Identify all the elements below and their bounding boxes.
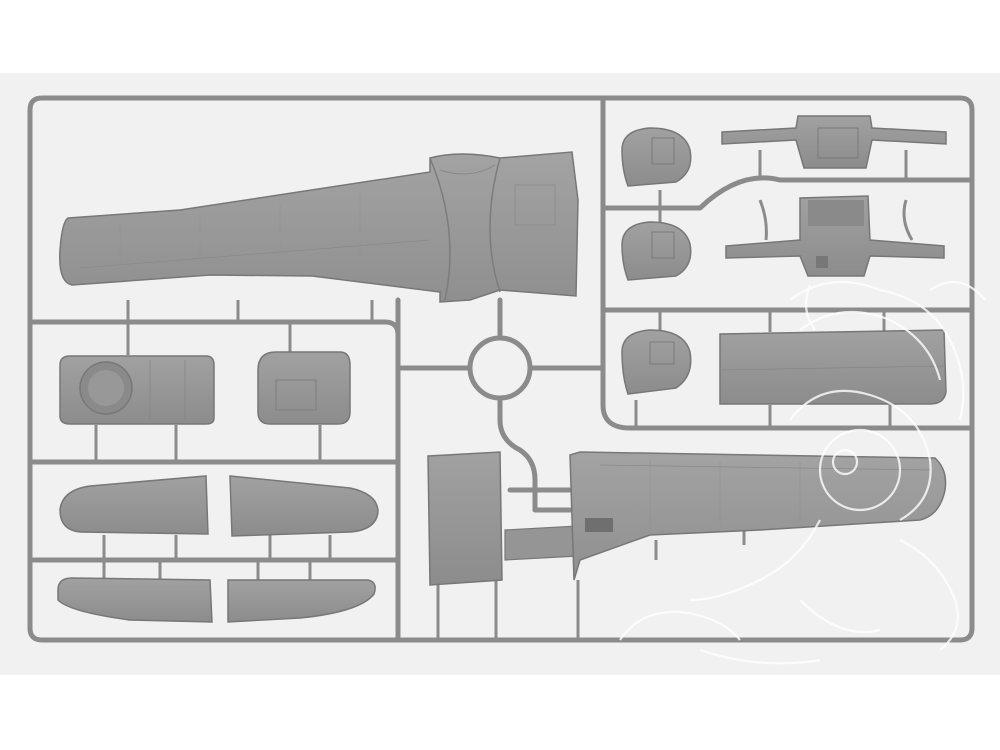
frame-runner-right-top [600, 175, 973, 211]
frame-runner-right-low [600, 319, 973, 431]
gate [758, 199, 768, 241]
frame-ring-down [497, 395, 538, 513]
flap-panel-part [719, 329, 947, 405]
fuselage-panel-part [427, 451, 579, 586]
frame-runner-left-1 [29, 319, 401, 338]
bulkhead-middle [621, 329, 692, 395]
tailplane-right [229, 475, 379, 537]
tailplane-left [59, 475, 209, 535]
hatch-part [257, 351, 351, 425]
cockpit-floor-lower [725, 195, 945, 277]
sprue-frame [27, 95, 975, 643]
bulkhead-upper [621, 127, 692, 187]
cockpit-floor-upper [721, 115, 947, 169]
sprue-gates [94, 150, 914, 640]
gate [902, 199, 914, 241]
wing-lower-part [569, 451, 947, 581]
frame-center-ring [467, 335, 533, 401]
elevator-right [227, 579, 376, 623]
watermark-logo [619, 280, 986, 665]
bulkhead-lower [621, 221, 692, 281]
elevator-left [57, 577, 213, 623]
cowl-part [59, 355, 215, 425]
wing-upper-part [59, 151, 579, 303]
